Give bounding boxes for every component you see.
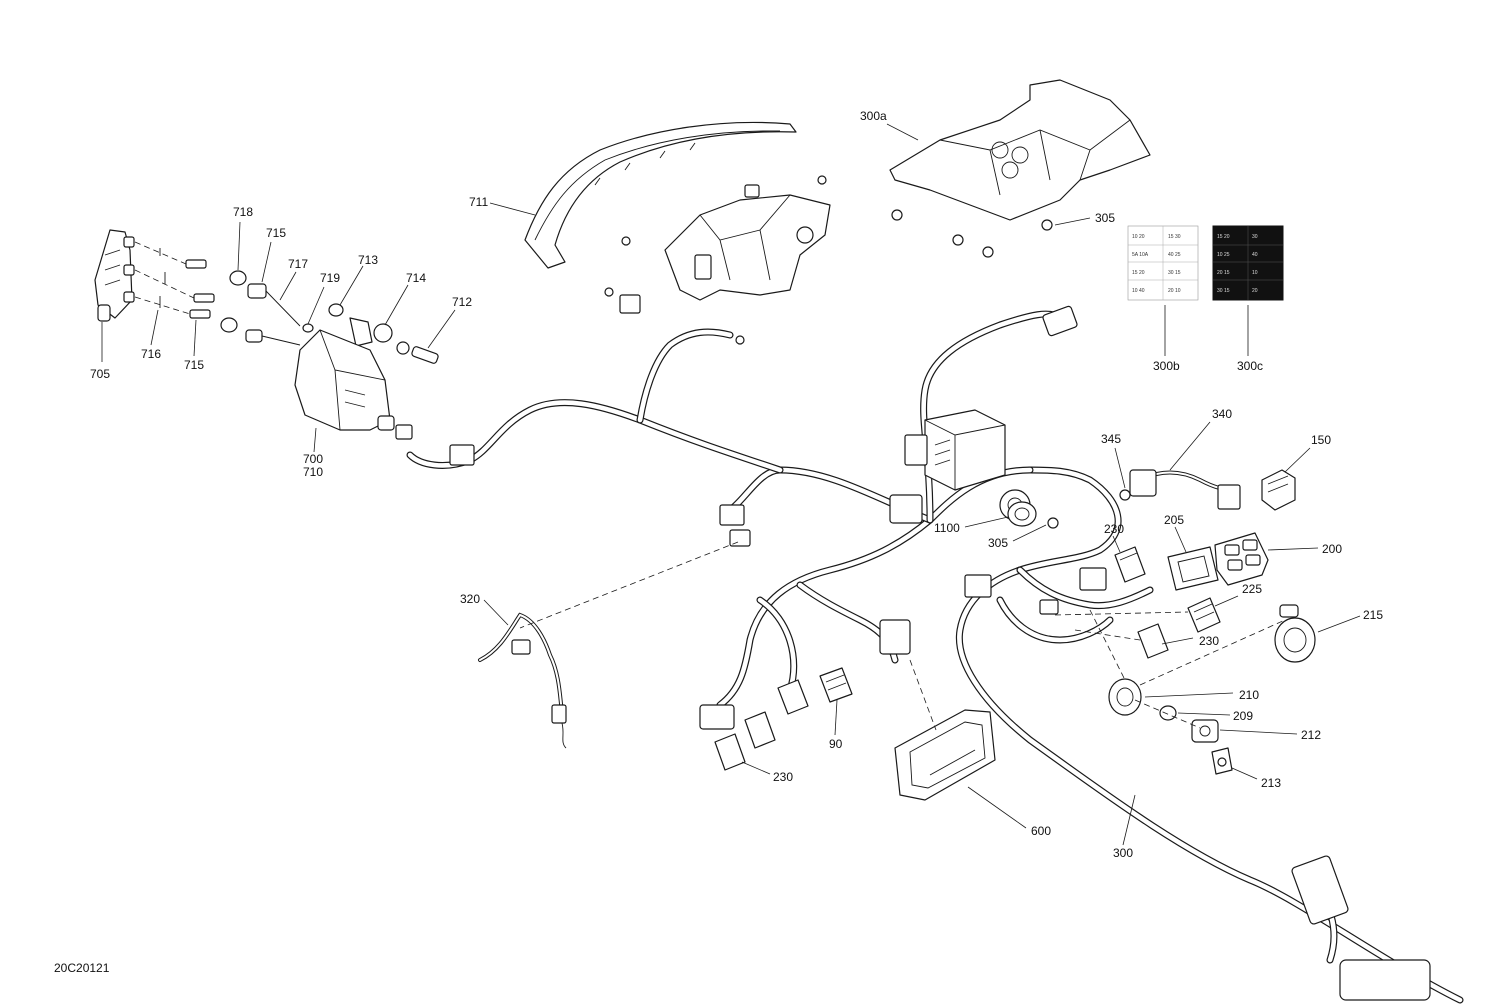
callout-205: 205	[1164, 513, 1184, 527]
svg-text:20 15: 20 15	[1217, 270, 1230, 276]
svg-text:15 20: 15 20	[1132, 270, 1145, 276]
callout-719: 719	[320, 271, 340, 285]
harness-connectors	[395, 294, 1431, 1001]
callout-150: 150	[1311, 433, 1331, 447]
callout-305-mid: 305	[988, 536, 1008, 550]
svg-text:30 15: 30 15	[1217, 288, 1230, 294]
svg-text:10 25: 10 25	[1217, 252, 1230, 258]
harness-320	[478, 612, 567, 749]
callout-711: 711	[469, 195, 488, 209]
callout-225: 225	[1242, 582, 1262, 596]
callout-300: 300	[1113, 846, 1133, 860]
svg-text:5A 10A: 5A 10A	[1132, 252, 1149, 258]
switch-230-top	[1114, 546, 1146, 583]
callout-90: 90	[829, 737, 843, 751]
callout-717: 717	[288, 257, 308, 271]
callout-1100: 1100	[934, 521, 960, 535]
switch-230-bottom	[714, 679, 809, 771]
power-outlet-215	[1274, 604, 1316, 663]
headlight-lens-705	[94, 229, 135, 322]
callout-300b: 300b	[1153, 359, 1180, 373]
switch-230-mid	[1137, 623, 1169, 659]
switch-pad-200	[1214, 532, 1269, 586]
callout-712: 712	[452, 295, 472, 309]
bracket-300a	[889, 79, 1151, 258]
sub-harness-340	[1129, 469, 1241, 510]
switch-225	[1187, 597, 1221, 633]
fastener-305-mid	[1047, 517, 1059, 529]
svg-text:15 30: 15 30	[1168, 234, 1181, 240]
svg-text:20 10: 20 10	[1168, 288, 1181, 294]
svg-text:30 15: 30 15	[1168, 270, 1181, 276]
callout-230-mid: 230	[1199, 634, 1219, 648]
svg-text:10 20: 10 20	[1132, 234, 1145, 240]
switch-1100	[1007, 501, 1037, 527]
relay-decal-300c: 15 20 30 10 25 40 20 15 10 30 15 20	[1212, 225, 1284, 301]
callout-716: 716	[141, 347, 161, 361]
callout-340: 340	[1212, 407, 1232, 421]
callout-700: 700	[303, 452, 323, 466]
fuse-box	[904, 409, 1006, 491]
key-213	[1211, 747, 1233, 775]
callout-300c: 300c	[1237, 359, 1263, 373]
callout-212: 212	[1301, 728, 1321, 742]
drawing-code: 20C20121	[54, 961, 110, 975]
callout-710: 710	[303, 465, 323, 479]
callout-714: 714	[406, 271, 426, 285]
callout-345: 345	[1101, 432, 1121, 446]
callout-305-top: 305	[1095, 211, 1115, 225]
svg-text:20: 20	[1252, 288, 1258, 294]
grommet-345	[1119, 489, 1131, 501]
callout-215: 215	[1363, 608, 1383, 622]
headlight-bracket	[664, 184, 831, 301]
main-wiring-harness	[406, 310, 1464, 1004]
callout-715-top: 715	[266, 226, 286, 240]
callout-705: 705	[90, 367, 110, 381]
callout-230-top: 230	[1104, 522, 1124, 536]
callout-600: 600	[1031, 824, 1051, 838]
callout-713: 713	[358, 253, 378, 267]
svg-text:10 40: 10 40	[1132, 288, 1145, 294]
nut-209	[1159, 705, 1177, 721]
callout-213: 213	[1261, 776, 1281, 790]
fuse-decal-300b: 10 20 15 30 5A 10A 40 25 15 20 30 15 10 …	[1127, 225, 1199, 301]
pivot-hardware-717-719	[220, 270, 439, 364]
key-switch-212	[1191, 719, 1219, 743]
callout-718: 718	[233, 205, 253, 219]
callout-labels: 300a 305 300b 300c 711 718 715 717 719 7…	[90, 109, 1383, 860]
svg-text:10: 10	[1252, 270, 1258, 276]
small-fasteners	[604, 175, 827, 345]
headlight-trim-711	[524, 121, 797, 269]
callout-200: 200	[1322, 542, 1342, 556]
callout-320: 320	[460, 592, 480, 606]
callout-300a: 300a	[860, 109, 887, 123]
screws-715-716	[134, 241, 215, 319]
switch-150	[1261, 469, 1296, 511]
svg-text:30: 30	[1252, 234, 1258, 240]
callout-230-bot: 230	[773, 770, 793, 784]
svg-text:40 25: 40 25	[1168, 252, 1181, 258]
svg-text:40: 40	[1252, 252, 1258, 258]
display-600	[894, 709, 996, 801]
leader-lines	[101, 123, 1361, 846]
bezel-205	[1167, 546, 1219, 591]
callout-715-bot: 715	[184, 358, 204, 372]
headlight-housing-700	[294, 329, 395, 431]
switch-90	[819, 667, 853, 703]
ignition-210	[1108, 678, 1142, 716]
callout-210: 210	[1239, 688, 1259, 702]
callout-209: 209	[1233, 709, 1253, 723]
svg-text:15 20: 15 20	[1217, 234, 1230, 240]
